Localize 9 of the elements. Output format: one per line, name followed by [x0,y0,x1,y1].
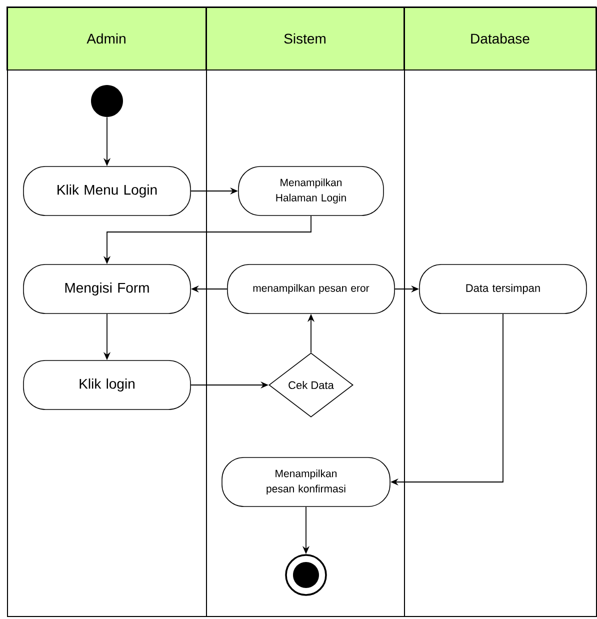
activity-box: menampilkan pesan eror [227,264,395,314]
start-node [91,85,123,117]
activity-box: Menampilkan pesan konfirmasi [222,457,390,507]
activity-box: Klik login [23,360,191,410]
activity-box: Mengisi Form [23,264,191,314]
end-node [285,554,327,596]
activity-box: Klik Menu Login [23,166,191,216]
activity-box: Menampilkan Halaman Login [238,166,384,216]
activity-box: Data tersimpan [419,264,587,314]
